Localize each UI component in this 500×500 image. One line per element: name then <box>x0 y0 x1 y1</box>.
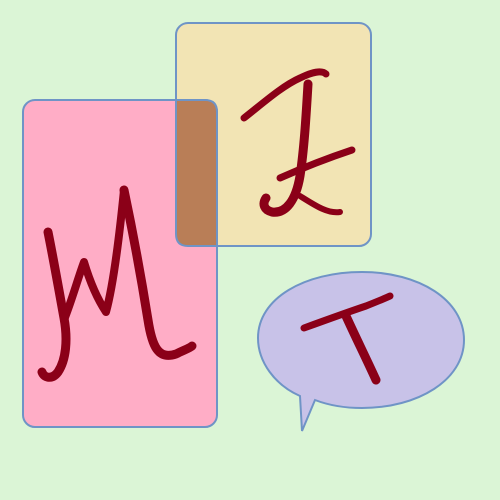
letter-m-text: M <box>100 299 101 301</box>
card-overlap <box>176 100 217 246</box>
letter-m <box>37 185 197 382</box>
letter-f <box>240 68 356 217</box>
card-overlap-outline <box>175 99 218 247</box>
pink-card <box>22 99 218 428</box>
letter-t <box>300 292 394 385</box>
